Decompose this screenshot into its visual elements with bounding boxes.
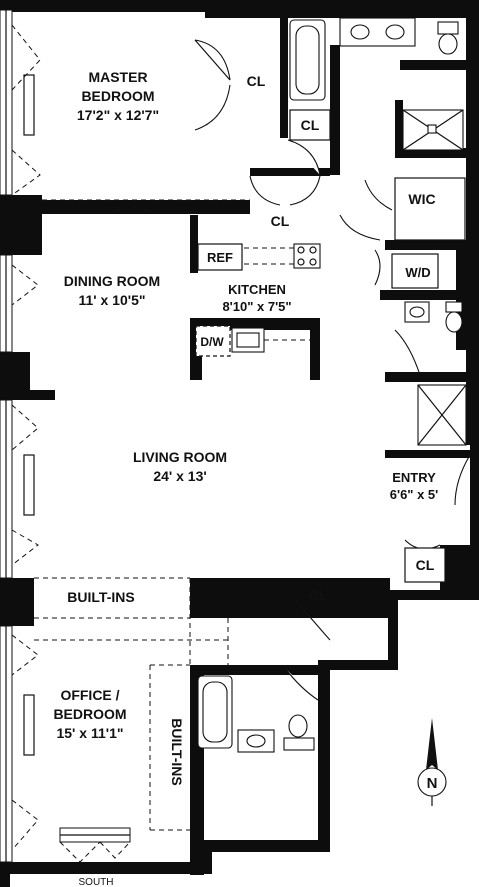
entry-closet-label: CL <box>416 557 435 573</box>
kitchen-closet-label: CL <box>271 213 290 229</box>
bath-closet-label: CL <box>301 117 320 133</box>
south-label: SOUTH <box>79 877 114 887</box>
window-south <box>59 827 131 863</box>
fixtures <box>195 17 467 806</box>
wic-box <box>394 177 466 241</box>
office-bedroom-name-1: OFFICE / <box>60 687 119 703</box>
wd-label: W/D <box>405 265 430 280</box>
entry-name: ENTRY <box>392 470 436 485</box>
kitchen-name: KITCHEN <box>228 282 286 297</box>
doors <box>194 39 471 701</box>
built-in-dashes <box>34 199 250 831</box>
living-room-dims: 24' x 13' <box>153 468 206 484</box>
living-room-name: LIVING ROOM <box>133 449 227 465</box>
dw-label: D/W <box>200 335 224 349</box>
wic-label: WIC <box>408 191 435 207</box>
master-bedroom-dims: 17'2" x 12'7" <box>77 107 159 123</box>
entry-dims: 6'6" x 5' <box>390 487 439 502</box>
dining-room-name: DINING ROOM <box>64 273 160 289</box>
closet-box-master <box>289 109 331 141</box>
entry-closet-box <box>404 547 446 583</box>
master-closet-label: CL <box>247 73 266 89</box>
ref-label: REF <box>207 250 233 265</box>
built-ins-small-label: BUILT-INS <box>117 207 150 214</box>
built-ins-vertical-label: BUILT-INS <box>169 718 185 785</box>
office-bedroom-dims: 15' x 11'1" <box>56 725 123 741</box>
built-ins-label: BUILT-INS <box>67 589 134 605</box>
master-bedroom-name-1: MASTER <box>88 69 147 85</box>
master-bedroom-name-2: BEDROOM <box>81 88 154 104</box>
kitchen-dims: 8'10" x 7'5" <box>222 299 291 314</box>
office-bedroom-name-2: BEDROOM <box>53 706 126 722</box>
labels: MASTER BEDROOM 17'2" x 12'7" CL CL CL WI… <box>53 69 438 887</box>
windows-left <box>0 9 41 863</box>
wd-box <box>391 253 439 289</box>
north-label: N <box>427 775 438 792</box>
dining-room-dims: 11' x 10'5" <box>78 292 145 308</box>
living-closet-label: CL <box>309 587 328 603</box>
